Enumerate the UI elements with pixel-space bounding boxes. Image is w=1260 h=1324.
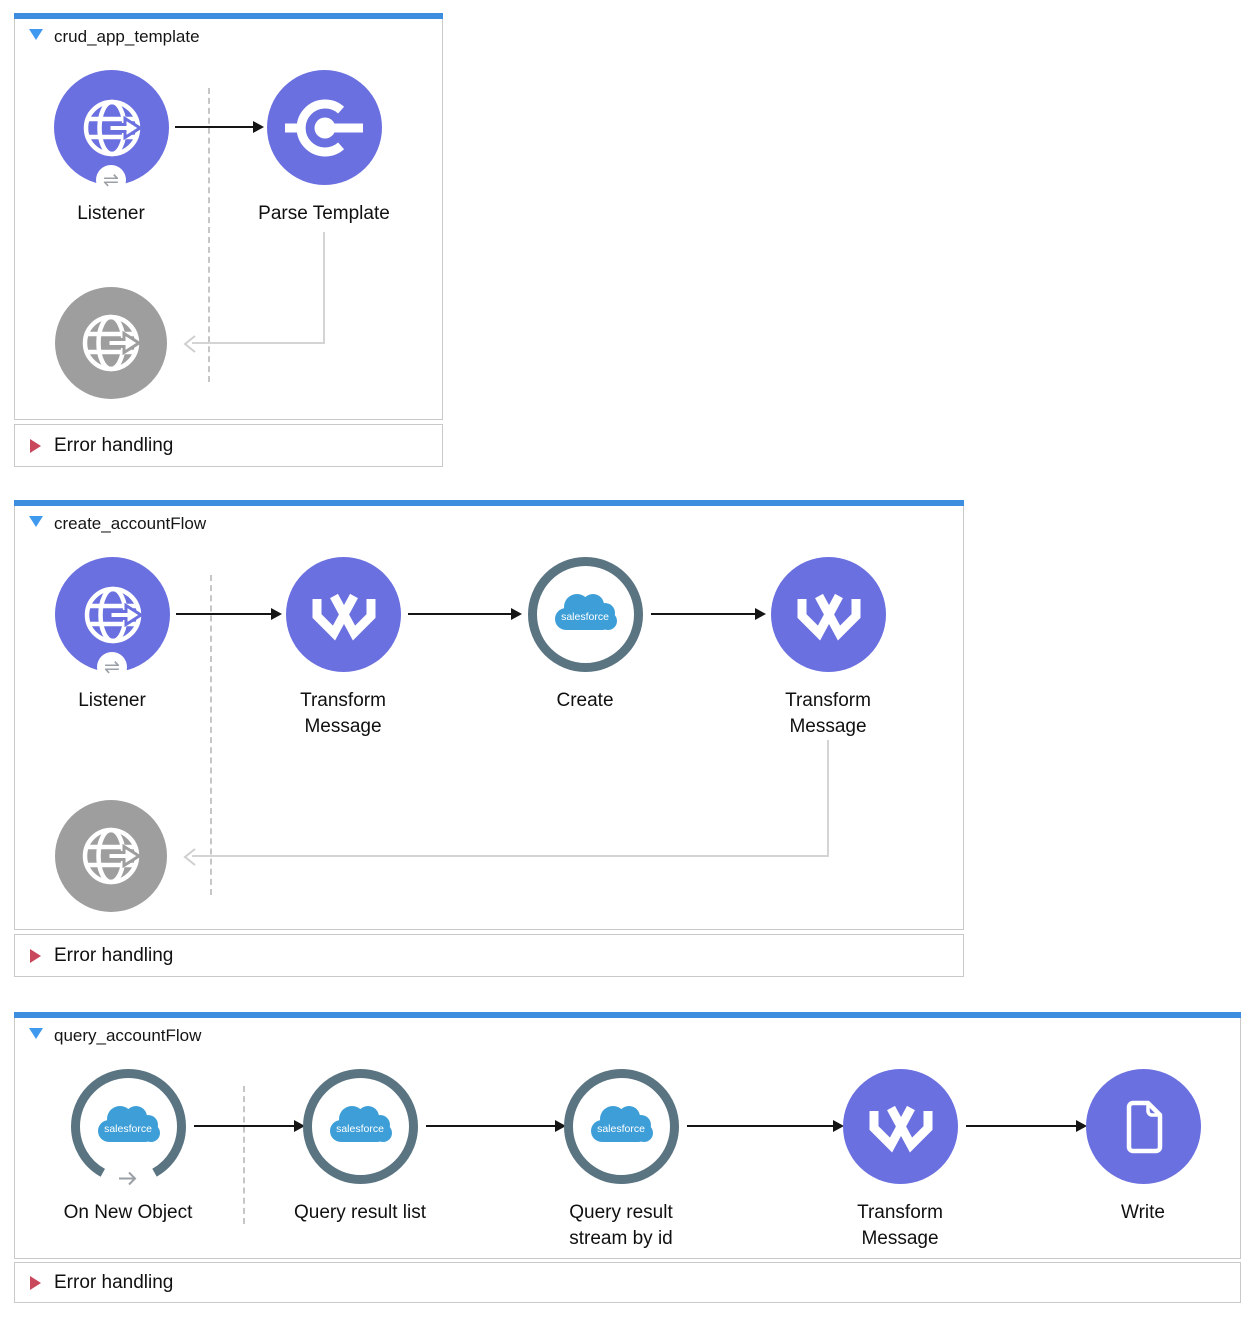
source-separator-line [210,575,212,895]
flow-title: create_accountFlow [54,514,207,533]
error-handling-section[interactable]: Error handling [14,424,443,467]
node-label: On New Object [63,1202,193,1223]
flow-title: query_accountFlow [54,1026,202,1045]
svg-text:salesforce: salesforce [336,1123,384,1135]
flow-arrow [687,1120,844,1132]
error-handling-label: Error handling [54,944,174,966]
flow-arrow [426,1120,566,1132]
http-listener-icon [84,586,144,643]
flow-accent-bar [14,13,443,19]
dataweave-icon [869,1105,932,1152]
node-label: Write [1121,1202,1165,1223]
node-label: Query result list [294,1202,426,1223]
source-separator-line [243,1086,245,1224]
node-label: Transform Message [785,690,871,737]
flow-accent-bar [14,500,964,506]
node-transform-message[interactable] [286,557,401,672]
response-connector [192,855,829,857]
node-parse-template[interactable] [267,70,382,185]
collapse-triangle-icon[interactable] [29,29,43,40]
node-label: Query result stream by id [569,1202,673,1249]
response-connector-arrowhead [183,848,196,866]
node-on-new-object[interactable]: salesforce [71,1069,186,1186]
source-separator-line [208,88,210,382]
node-label: Listener [77,203,145,224]
http-listener-icon [83,99,143,156]
node-write[interactable] [1086,1069,1201,1184]
flow-arrow [194,1120,305,1132]
svg-text:salesforce: salesforce [104,1123,152,1135]
flow-panel-crud-app-template: crud_app_template ⇌ Listener Parse Templ… [14,13,443,467]
error-handling-section[interactable]: Error handling [14,1262,1241,1303]
listener-source-badge-icon: ⇌ [96,165,126,195]
trigger-arrow-icon [119,1171,137,1186]
expand-triangle-icon[interactable] [30,948,41,963]
node-transform-message[interactable] [771,557,886,672]
response-connector [192,342,325,344]
error-handling-section[interactable]: Error handling [14,934,964,977]
node-http-response[interactable] [55,800,167,912]
salesforce-logo-icon: salesforce [98,1106,160,1142]
error-handling-label: Error handling [54,1271,174,1293]
flow-arrow [651,608,766,620]
response-connector [827,740,829,856]
dataweave-icon [797,593,860,640]
collapse-triangle-icon[interactable] [29,516,43,527]
dataweave-icon [312,593,375,640]
response-connector-arrowhead [183,335,196,353]
http-response-icon [82,314,142,372]
error-handling-label: Error handling [54,434,174,456]
http-response-icon [82,827,142,885]
node-transform-message[interactable] [843,1069,958,1184]
node-label: Listener [78,690,146,711]
node-query-result-stream[interactable]: salesforce [564,1069,679,1184]
flow-accent-bar [14,1012,1241,1018]
flow-panel-query-account-flow: query_accountFlow salesforce On New Obje… [14,1012,1241,1303]
node-query-result-list[interactable]: salesforce [303,1069,418,1184]
node-label: Transform Message [857,1202,943,1249]
flow-panel-create-account-flow: create_accountFlow ⇌ Listener Transform … [14,500,964,977]
listener-source-badge-icon: ⇌ [97,652,127,682]
svg-text:salesforce: salesforce [597,1123,645,1135]
expand-triangle-icon[interactable] [30,438,41,453]
node-label: Transform Message [300,690,386,737]
salesforce-logo-icon: salesforce [590,1105,653,1142]
response-connector [323,232,325,343]
node-salesforce-create[interactable]: salesforce [528,557,643,672]
flow-arrow [966,1120,1087,1132]
file-write-icon [1126,1100,1162,1153]
flow-arrow [175,121,264,133]
node-label: Create [556,690,614,711]
svg-text:salesforce: salesforce [561,611,609,623]
collapse-triangle-icon[interactable] [29,1028,43,1039]
expand-triangle-icon[interactable] [30,1275,41,1290]
salesforce-logo-icon: salesforce [554,593,617,630]
node-http-response[interactable] [55,287,167,399]
salesforce-logo-icon: salesforce [329,1105,392,1142]
parse-template-icon [284,99,363,156]
flow-arrow [408,608,522,620]
flow-title: crud_app_template [54,27,200,46]
flow-arrow [176,608,282,620]
node-label: Parse Template [258,203,390,224]
